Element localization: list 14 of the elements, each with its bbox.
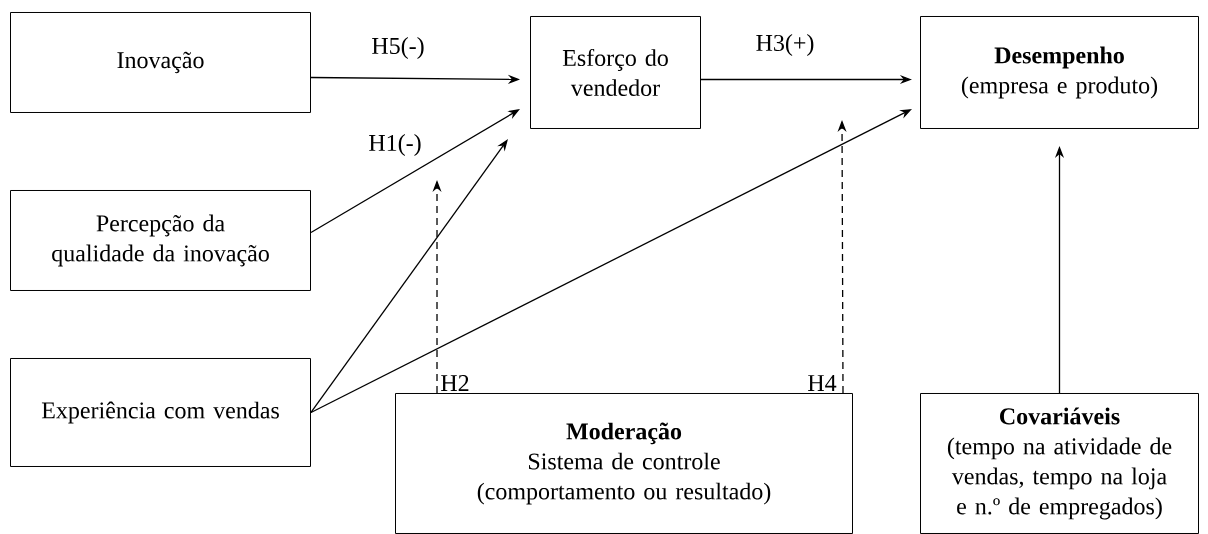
concept-box: Esforço do vendedor — [530, 16, 701, 129]
concept-box: Inovação — [10, 12, 311, 113]
concept-box: Experiência com vendas — [10, 358, 311, 467]
edge-label: H4 — [805, 373, 839, 393]
edge-label: H1(-) — [366, 132, 424, 158]
arrow — [310, 109, 520, 234]
concept-box: Covariáveis (tempo na atividade de vendas, tempo na loja e n.º de empregados) — [920, 393, 1199, 534]
concept-box: Moderação Sistema de controle (comportamento ou resultado) — [395, 393, 853, 534]
edge-label: H2 — [438, 373, 472, 393]
arrow — [310, 139, 508, 414]
concept-box: Percepção da qualidade da inovação — [10, 190, 311, 291]
edge-label: H5(-) — [369, 35, 427, 61]
edge-label: H3(+) — [753, 32, 817, 58]
concept-box: Desempenho (empresa e produto) — [920, 16, 1199, 129]
